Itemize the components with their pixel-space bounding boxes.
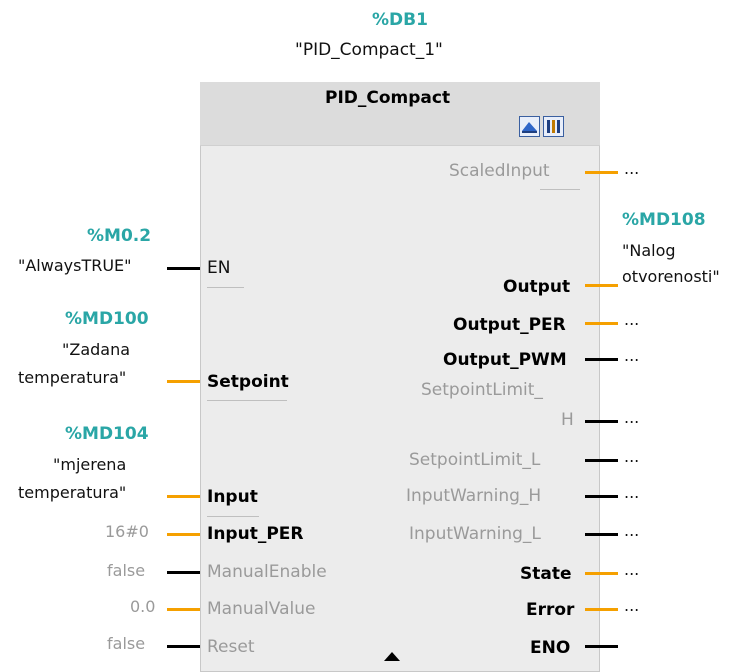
db-address: %DB1 <box>372 10 428 30</box>
input-warning-h-wire <box>585 495 618 498</box>
output-per-value: ... <box>624 310 640 329</box>
pin-en[interactable]: EN <box>207 258 231 278</box>
pin-eno[interactable]: ENO <box>530 638 571 658</box>
pin-setpoint-limit-h-line1[interactable]: SetpointLimit_ <box>421 380 543 400</box>
pin-output-pwm[interactable]: Output_PWM <box>443 350 567 370</box>
pin-manual-value[interactable]: ManualValue <box>207 599 316 619</box>
pin-output-per[interactable]: Output_PER <box>453 315 566 335</box>
en-tag: "AlwaysTRUE" <box>18 256 132 275</box>
en-address: %M0.2 <box>87 226 152 246</box>
scaled-input-value: ... <box>624 159 640 178</box>
output-pwm-value: ... <box>624 346 640 365</box>
pin-setpoint-underline <box>207 400 287 401</box>
input-tag-line2: temperatura" <box>18 483 127 502</box>
pin-input-warning-l[interactable]: InputWarning_L <box>409 524 541 544</box>
error-value: ... <box>624 596 640 615</box>
pin-scaled-underline <box>540 189 580 190</box>
pin-input-warning-h[interactable]: InputWarning_H <box>406 486 542 506</box>
state-wire <box>585 572 618 575</box>
setpoint-address: %MD100 <box>65 309 149 329</box>
output-tag-line1: "Nalog <box>622 241 676 260</box>
output-wire <box>585 284 618 287</box>
output-per-wire <box>585 322 618 325</box>
commissioning-icon[interactable] <box>519 116 540 137</box>
input-warning-h-value: ... <box>624 483 640 502</box>
pin-setpoint-limit-h-line2[interactable]: H <box>561 410 574 430</box>
pin-input[interactable]: Input <box>207 487 258 507</box>
pin-input-underline <box>207 516 259 517</box>
reset-wire <box>167 645 200 648</box>
input-warning-l-wire <box>585 533 618 536</box>
pin-en-underline <box>207 287 244 288</box>
input-wire <box>167 495 200 498</box>
expand-triangle-icon[interactable] <box>384 652 400 661</box>
state-value: ... <box>624 560 640 579</box>
pin-input-per[interactable]: Input_PER <box>207 524 304 544</box>
pin-error[interactable]: Error <box>526 600 575 620</box>
setpoint-limit-h-wire <box>585 420 618 423</box>
output-tag-line2: otvorenosti" <box>622 267 720 286</box>
setpoint-limit-l-wire <box>585 459 618 462</box>
setpoint-limit-h-value: ... <box>624 408 640 427</box>
output-pwm-wire <box>585 358 618 361</box>
db-name: "PID_Compact_1" <box>295 40 443 60</box>
input-per-wire <box>167 533 200 536</box>
output-address: %MD108 <box>622 210 706 230</box>
pin-scaled-input[interactable]: ScaledInput <box>449 161 550 181</box>
input-per-value: 16#0 <box>105 522 149 541</box>
setpoint-tag-line2: temperatura" <box>18 368 127 387</box>
manual-enable-wire <box>167 571 200 574</box>
eno-wire <box>585 645 618 648</box>
setpoint-tag-line1: "Zadana <box>62 340 131 359</box>
error-wire <box>585 608 618 611</box>
pin-manual-enable[interactable]: ManualEnable <box>207 562 327 582</box>
input-address: %MD104 <box>65 424 149 444</box>
pin-setpoint[interactable]: Setpoint <box>207 372 289 392</box>
manual-enable-value: false <box>107 561 146 580</box>
pid-compact-block[interactable] <box>200 82 600 672</box>
input-tag-line1: "mjerena <box>53 455 127 474</box>
setpoint-wire <box>167 380 200 383</box>
manual-value-value: 0.0 <box>130 597 156 616</box>
manual-value-wire <box>167 608 200 611</box>
scaled-input-wire <box>585 171 618 174</box>
configuration-icon[interactable] <box>543 116 564 137</box>
input-warning-l-value: ... <box>624 521 640 540</box>
setpoint-limit-l-value: ... <box>624 447 640 466</box>
pin-reset[interactable]: Reset <box>207 637 255 657</box>
pin-setpoint-limit-l[interactable]: SetpointLimit_L <box>409 450 541 470</box>
block-title: PID_Compact <box>325 88 451 108</box>
reset-value: false <box>107 634 146 653</box>
pin-state[interactable]: State <box>520 564 572 584</box>
en-wire <box>167 267 200 270</box>
pin-output[interactable]: Output <box>503 277 571 297</box>
